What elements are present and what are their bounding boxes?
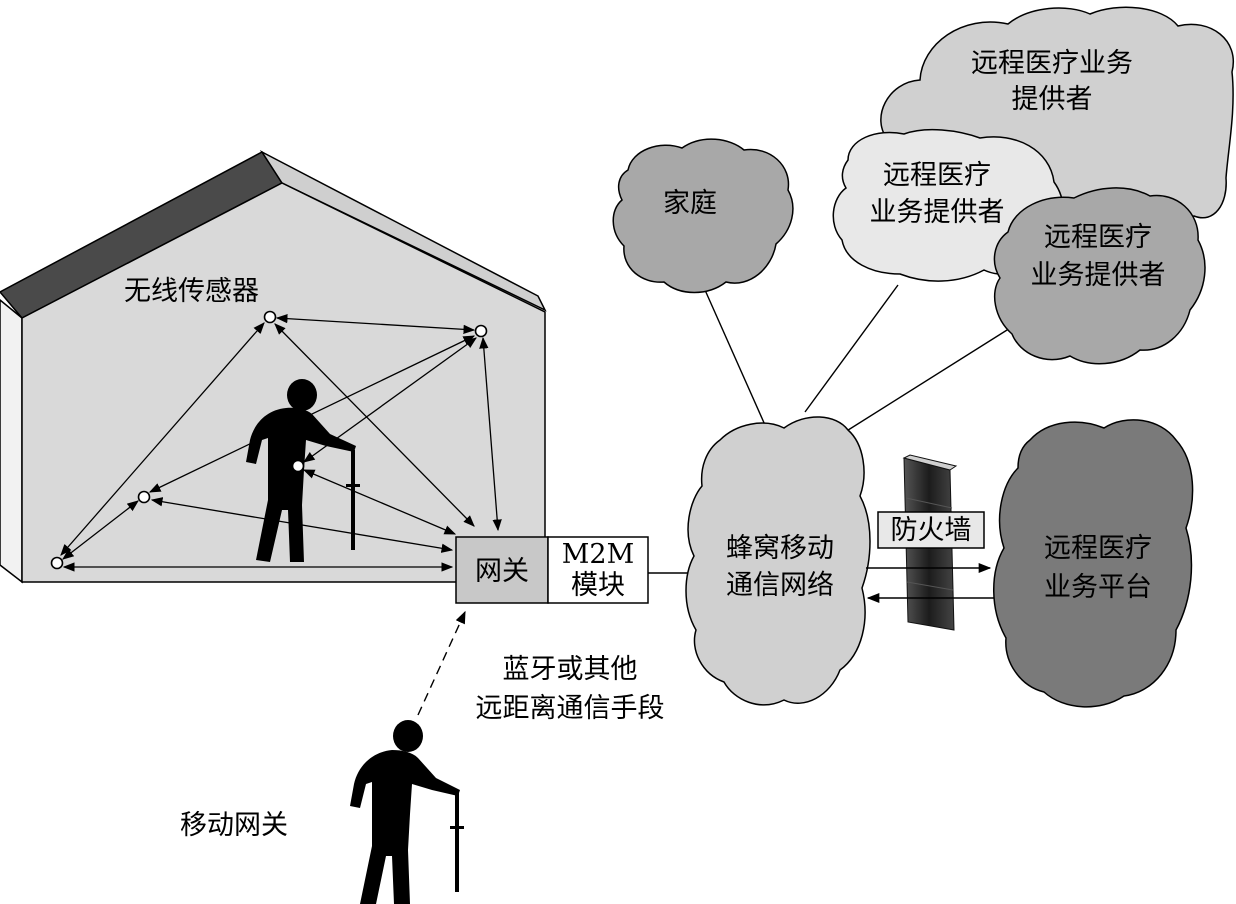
firewall-label: 防火墙 bbox=[891, 515, 972, 546]
bluetooth-link bbox=[417, 610, 466, 716]
m2m-module-box bbox=[547, 536, 649, 604]
mobile-gateway-person-icon bbox=[350, 720, 464, 904]
link-s2-gateway bbox=[479, 336, 502, 532]
m2m-label: M2M bbox=[562, 539, 634, 570]
sensor-node bbox=[474, 324, 488, 338]
platform-line1: 远程医疗 bbox=[1044, 533, 1152, 564]
link-provider-mid-cellular bbox=[804, 284, 899, 413]
cellular-line1: 蜂窝移动 bbox=[726, 533, 834, 564]
gateway-label: 网关 bbox=[475, 556, 529, 587]
platform-cloud bbox=[993, 419, 1194, 708]
mobile-gateway-label: 移动网关 bbox=[180, 810, 288, 841]
m2m-module-label: 模块 bbox=[571, 570, 625, 601]
platform-links bbox=[866, 562, 994, 604]
link-home-cellular bbox=[704, 289, 766, 426]
provider-right-line2: 业务提供者 bbox=[1031, 260, 1166, 291]
network-links bbox=[648, 284, 1016, 574]
house-roof-right bbox=[259, 150, 547, 312]
link-provider-right-cellular bbox=[844, 324, 1016, 433]
provider-mid-line2: 业务提供者 bbox=[870, 197, 1005, 228]
sensor-label: 无线传感器 bbox=[124, 276, 259, 307]
bluetooth-label-line2: 远距离通信手段 bbox=[476, 693, 665, 724]
sensor-nodes bbox=[50, 310, 488, 570]
gateway-box bbox=[455, 536, 549, 604]
bluetooth-label-line1: 蓝牙或其他 bbox=[503, 654, 638, 685]
provider-top-line1: 远程医疗业务 bbox=[971, 48, 1133, 79]
link-person-gateway bbox=[302, 469, 457, 535]
cellular-network-cloud bbox=[685, 416, 871, 706]
provider-right-line1: 远程医疗 bbox=[1044, 222, 1152, 253]
home-cloud bbox=[612, 138, 794, 294]
firewall-label-box bbox=[877, 511, 985, 549]
link-s3-s5 bbox=[62, 500, 139, 560]
provider-mid-line1: 远程医疗 bbox=[883, 160, 991, 191]
sensor-node bbox=[137, 490, 151, 504]
provider-right-cloud bbox=[993, 187, 1206, 365]
platform-line2: 业务平台 bbox=[1044, 572, 1152, 603]
sensor-node bbox=[263, 310, 277, 324]
home-label: 家庭 bbox=[663, 188, 717, 219]
house-side-wall bbox=[0, 299, 23, 584]
provider-top-line2: 提供者 bbox=[1012, 84, 1093, 115]
cellular-line2: 通信网络 bbox=[726, 570, 834, 601]
sensor-node bbox=[291, 459, 305, 473]
elderly-person-icon bbox=[246, 379, 360, 562]
sensor-node bbox=[50, 556, 64, 570]
